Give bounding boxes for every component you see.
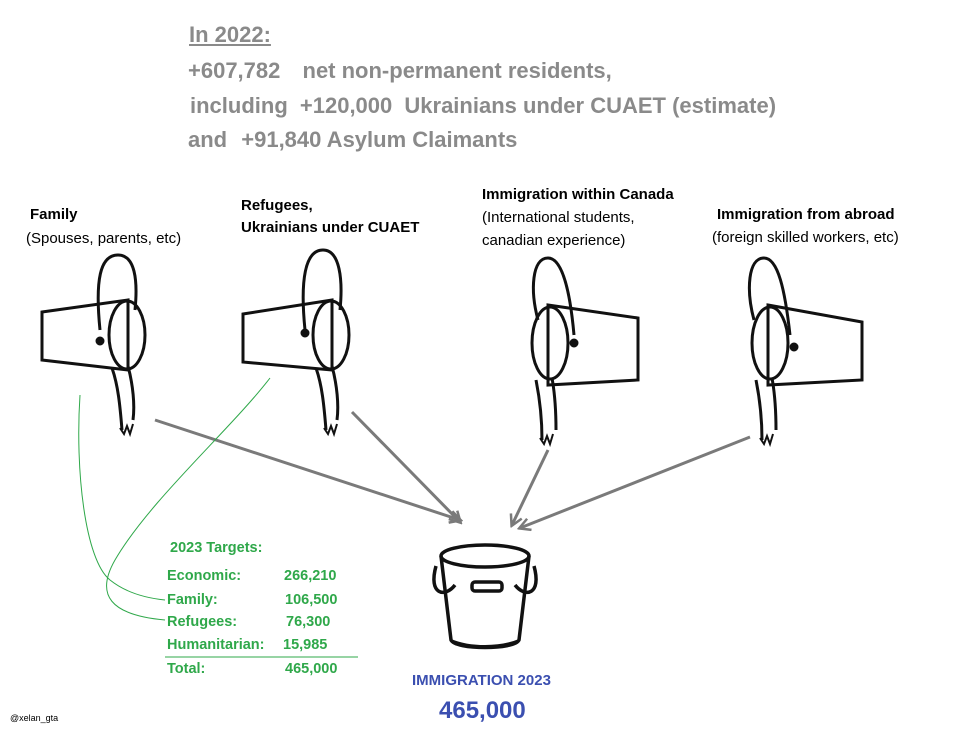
line3-prefix: and bbox=[188, 127, 228, 152]
source-refugees-title-2: Ukrainians under CUAET bbox=[241, 219, 420, 236]
source-within-canada-subtitle: (International students, bbox=[482, 209, 635, 226]
ukrainians-value: +120,000 bbox=[299, 93, 393, 118]
immigration-bucket-icon bbox=[432, 543, 538, 650]
header-line-1: +607,782 net non-permanent residents, bbox=[188, 58, 612, 84]
net-npr-value: +607,782 bbox=[188, 58, 281, 83]
targets-title: 2023 Targets: bbox=[170, 540, 263, 556]
header-title: In 2022: bbox=[189, 22, 271, 47]
header-line-3: and +91,840 Asylum Claimants bbox=[188, 127, 517, 153]
arrow-family bbox=[154, 418, 460, 520]
header-line-2: including +120,000 Ukrainians under CUAE… bbox=[190, 93, 776, 119]
source-within-canada-subtitle-2: canadian experience) bbox=[482, 232, 626, 249]
source-abroad-title: Immigration from abroad bbox=[717, 206, 895, 223]
net-npr-text: net non-permanent residents, bbox=[302, 58, 612, 83]
within-canada-bucket-icon bbox=[530, 256, 640, 448]
target-total-label: Total: bbox=[167, 661, 206, 677]
result-label: IMMIGRATION 2023 bbox=[412, 672, 551, 689]
line2-prefix: including bbox=[190, 93, 288, 118]
flow-arrows bbox=[154, 410, 751, 528]
family-bucket-icon bbox=[40, 253, 147, 438]
credit-text: @xelan_gta bbox=[10, 713, 59, 723]
target-connectors bbox=[78, 377, 358, 658]
arrow-within-canada bbox=[512, 449, 550, 525]
refugees-bucket-icon bbox=[241, 248, 351, 438]
target-row-value: 15,985 bbox=[283, 637, 328, 653]
target-row-value: 106,500 bbox=[285, 592, 338, 608]
source-family-subtitle: (Spouses, parents, etc) bbox=[26, 230, 182, 247]
target-row-value: 266,210 bbox=[284, 568, 337, 584]
target-row-label: Family: bbox=[167, 592, 218, 608]
target-row-label: Refugees: bbox=[167, 614, 238, 630]
target-total-value: 465,000 bbox=[285, 661, 338, 677]
source-family-title: Family bbox=[30, 206, 78, 223]
target-row-label: Humanitarian: bbox=[167, 637, 265, 653]
source-refugees-title: Refugees, bbox=[241, 197, 313, 214]
target-row-value: 76,300 bbox=[286, 614, 331, 630]
asylum-value: +91,840 Asylum Claimants bbox=[241, 127, 518, 152]
abroad-bucket-icon bbox=[747, 256, 864, 448]
source-abroad-subtitle: (foreign skilled workers, etc) bbox=[712, 229, 899, 246]
source-within-canada-title: Immigration within Canada bbox=[482, 186, 674, 203]
arrow-abroad bbox=[520, 435, 751, 528]
result-total: 465,000 bbox=[439, 697, 526, 724]
target-row-label: Economic: bbox=[167, 568, 242, 584]
arrow-refugees bbox=[350, 410, 460, 522]
ukrainians-text: Ukrainians under CUAET (estimate) bbox=[404, 93, 777, 118]
